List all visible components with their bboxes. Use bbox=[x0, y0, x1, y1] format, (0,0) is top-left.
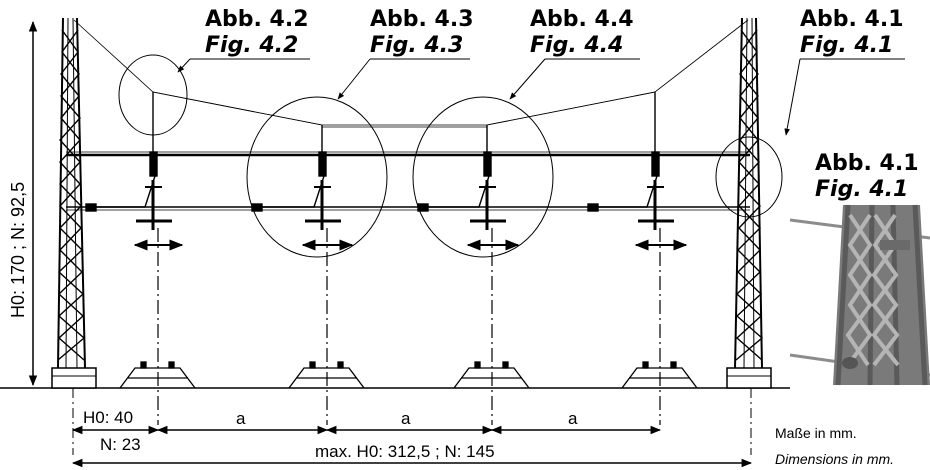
tracks bbox=[119, 361, 698, 389]
spacing-a-label-2: a bbox=[401, 409, 411, 428]
contact-supports bbox=[136, 180, 674, 230]
detail-circle-4-4 bbox=[412, 96, 554, 258]
height-dimension-label: H0: 170 ; N: 92,5 bbox=[8, 182, 28, 318]
fig42-en-label: Fig. 4.2 bbox=[205, 33, 298, 58]
fig41-inset-de-label: Abb. 4.1 bbox=[815, 151, 919, 176]
fig43-en-label: Fig. 4.3 bbox=[370, 33, 463, 58]
units-note-en: Dimensions in mm. bbox=[775, 451, 894, 467]
fig43-de-label: Abb. 4.3 bbox=[370, 7, 474, 32]
units-note-de: Maße in mm. bbox=[775, 425, 857, 441]
fig41-en-label: Fig. 4.1 bbox=[800, 33, 893, 58]
spacing-a-label-1: a bbox=[236, 409, 246, 428]
fig44-de-label: Abb. 4.4 bbox=[530, 7, 634, 32]
horizontal-dimension-lines bbox=[71, 425, 753, 468]
fig44-en-label: Fig. 4.4 bbox=[530, 33, 623, 58]
fig41-inset-en-label: Fig. 4.1 bbox=[815, 177, 908, 202]
right-mast bbox=[726, 17, 772, 389]
detail-circle-4-2 bbox=[118, 54, 188, 136]
leader-arrows bbox=[177, 58, 905, 136]
fig41-de-label: Abb. 4.1 bbox=[800, 7, 904, 32]
fig42-de-label: Abb. 4.2 bbox=[205, 7, 309, 32]
offset-n-label: N: 23 bbox=[100, 435, 141, 454]
fig41-inset-render bbox=[789, 204, 930, 386]
detail-circle-4-1 bbox=[715, 136, 783, 218]
offset-h0-label: H0: 40 bbox=[83, 408, 133, 427]
detail-circles bbox=[118, 54, 783, 258]
droppers bbox=[85, 92, 660, 212]
detail-circle-4-3 bbox=[246, 96, 388, 258]
mast-centerlines bbox=[72, 388, 752, 455]
left-mast bbox=[51, 17, 97, 389]
track-centerlines bbox=[157, 228, 661, 425]
spacing-a-label-3: a bbox=[568, 409, 578, 428]
span-dimension-label: max. H0: 312,5 ; N: 145 bbox=[315, 442, 495, 461]
